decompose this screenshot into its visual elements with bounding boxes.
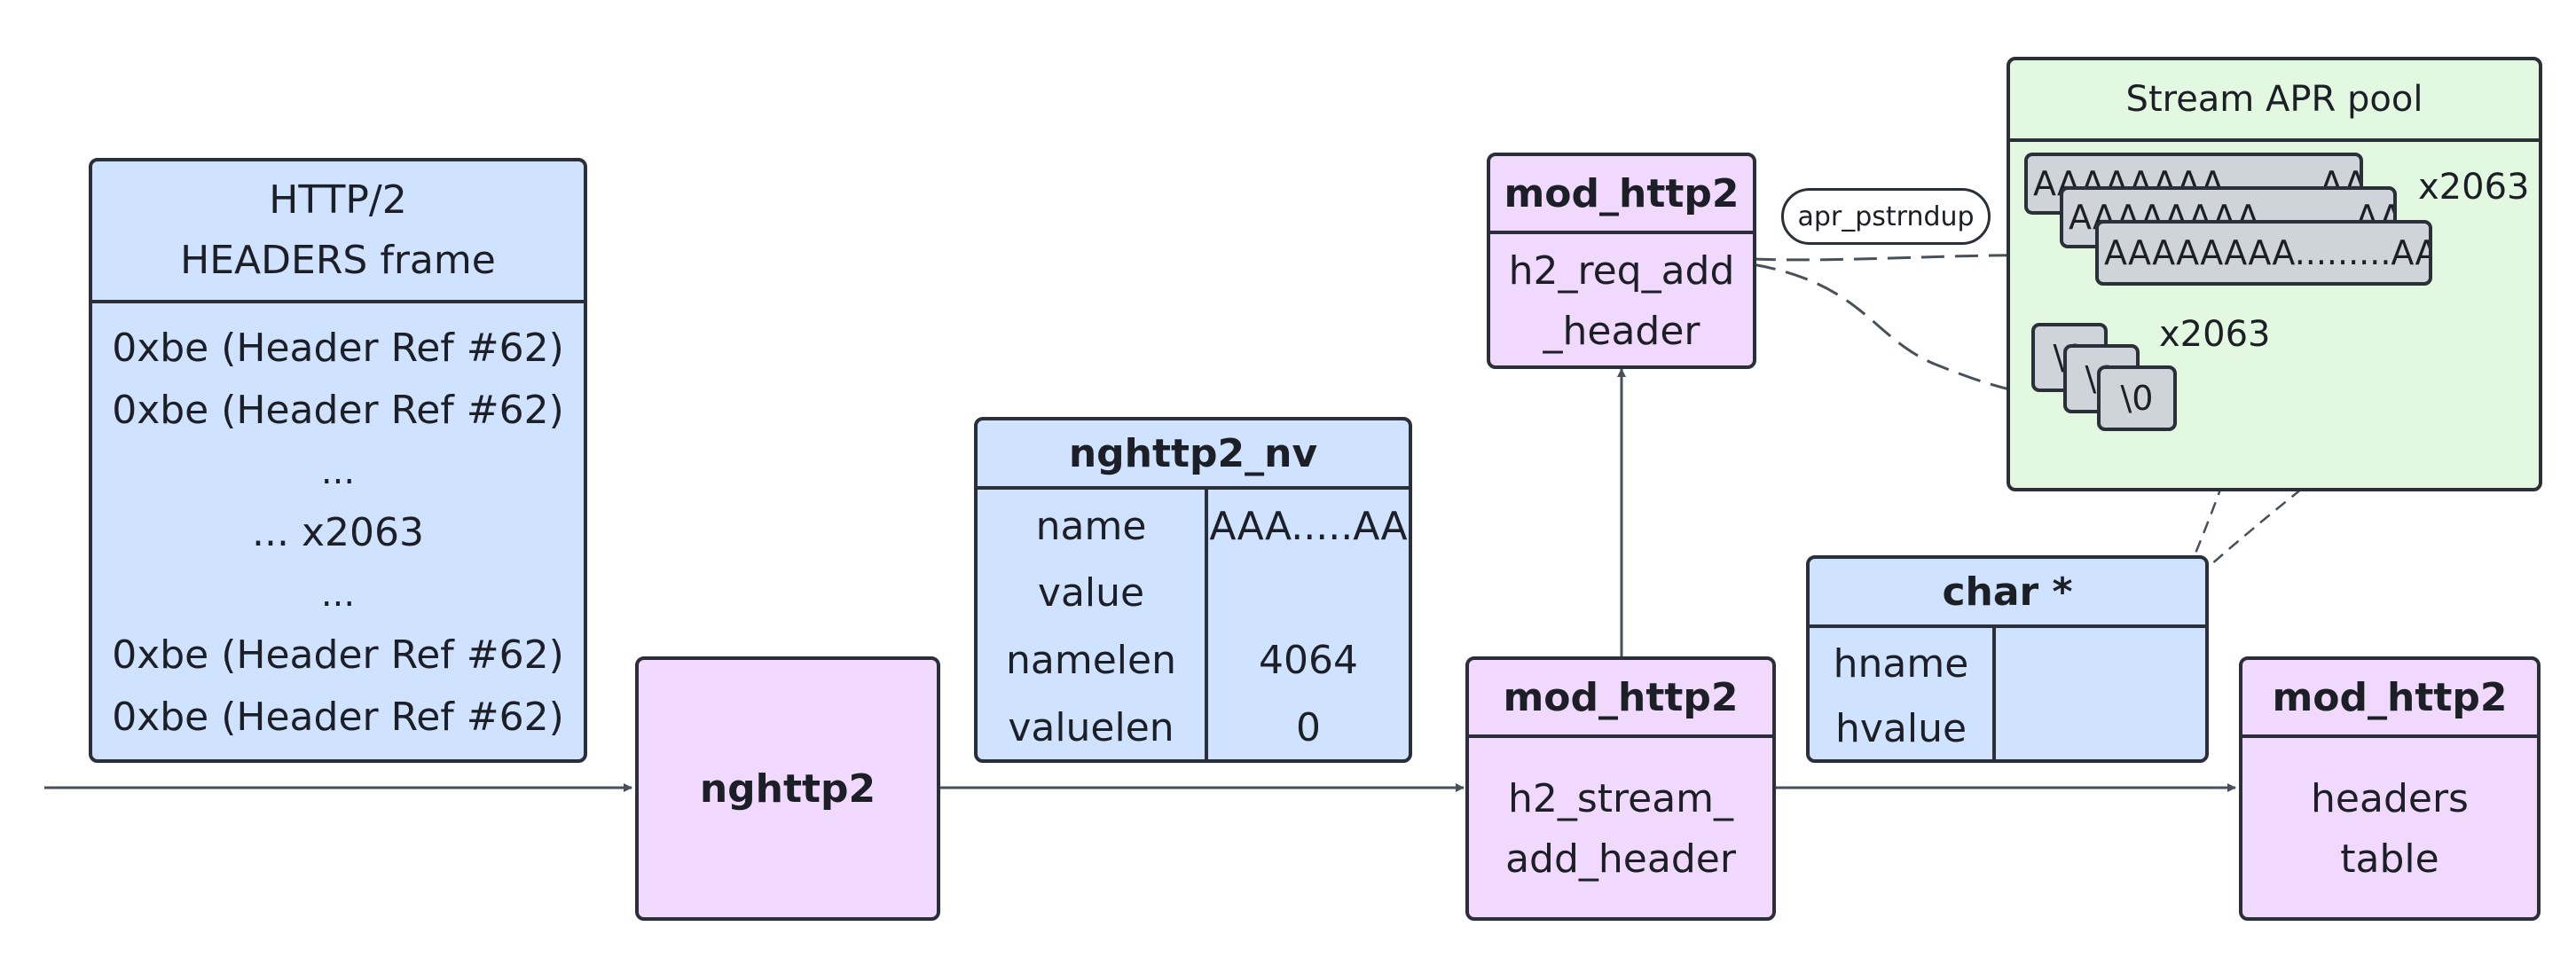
header-row: 0xbe (Header Ref #62) (112, 326, 564, 371)
pool-value-string: \0 (2097, 365, 2177, 431)
nv-field-name: name (1035, 503, 1147, 549)
nv-value-value (1208, 559, 1409, 626)
req-add-header-function-line1: h2_req_add (1508, 248, 1735, 294)
header-row: 0xbe (Header Ref #62) (112, 695, 564, 740)
pool-name-count: x2063 (2418, 167, 2530, 208)
req-add-header-box: mod_http2 h2_req_add _header (1487, 153, 1756, 369)
headers-frame-title-line1: HTTP/2 (269, 177, 407, 223)
headers-table-line2: table (2340, 836, 2439, 882)
char-ptr-title: char * (1810, 559, 2205, 628)
add-header-box: mod_http2 h2_stream_ add_header (1465, 656, 1776, 921)
dup-arrow-value (1752, 263, 2068, 404)
nghttp2-nv-divider (1205, 490, 1208, 759)
nghttp2-nv-title: nghttp2_nv (978, 420, 1409, 490)
nv-value-name: AAA.....AA (1209, 503, 1408, 549)
stream-pool-title: Stream APR pool (2010, 60, 2539, 142)
char-ptr-box: char * hname hvalue (1806, 555, 2209, 763)
char-ptr-divider (1992, 628, 1996, 759)
add-header-function: h2_stream_ add_header (1469, 738, 1772, 917)
header-row: 0xbe (Header Ref #62) (112, 388, 564, 433)
pool-value-count: x2063 (2159, 314, 2271, 355)
nv-field-value: value (1037, 569, 1145, 616)
headers-frame-header: HTTP/2 HEADERS frame (92, 161, 584, 303)
headers-table-module: mod_http2 (2242, 660, 2537, 738)
headers-table-box: mod_http2 headers table (2239, 656, 2541, 921)
add-header-function-line1: h2_stream_ (1507, 776, 1734, 821)
nv-field-namelen: namelen (1006, 637, 1176, 683)
nghttp2-label: nghttp2 (699, 766, 876, 812)
pool-name-string: AAAAAAAA.........AA\0 (2095, 220, 2432, 286)
headers-frame-title-line2: HEADERS frame (180, 238, 496, 283)
add-header-function-line2: add_header (1505, 836, 1736, 882)
apr-pstrndup-label: apr_pstrndup (1781, 188, 1991, 245)
add-header-module: mod_http2 (1469, 660, 1772, 738)
headers-frame-rows: 0xbe (Header Ref #62) 0xbe (Header Ref #… (92, 303, 584, 759)
char-field-hvalue: hvalue (1834, 705, 1967, 751)
nghttp2-box: nghttp2 (635, 656, 940, 921)
headers-frame-box: HTTP/2 HEADERS frame 0xbe (Header Ref #6… (89, 158, 587, 763)
req-add-header-module: mod_http2 (1490, 156, 1753, 234)
req-add-header-function: h2_req_add _header (1490, 234, 1753, 365)
nv-value-namelen: 4064 (1259, 637, 1358, 683)
nv-value-valuelen: 0 (1296, 704, 1321, 750)
header-row-ellipsis: ... (320, 452, 356, 492)
nv-field-valuelen: valuelen (1008, 704, 1174, 750)
header-row-ellipsis: ... (320, 574, 356, 615)
req-add-header-function-line2: _header (1543, 309, 1700, 354)
header-row-count: ... x2063 (252, 510, 424, 555)
nghttp2-nv-box: nghttp2_nv name AAA.....AA value namelen… (974, 417, 1412, 763)
headers-table-label: headers table (2242, 738, 2537, 917)
headers-table-line1: headers (2311, 776, 2469, 821)
dup-arrow-name (1752, 248, 2055, 262)
char-field-hname: hname (1833, 640, 1969, 687)
header-row: 0xbe (Header Ref #62) (112, 632, 564, 678)
